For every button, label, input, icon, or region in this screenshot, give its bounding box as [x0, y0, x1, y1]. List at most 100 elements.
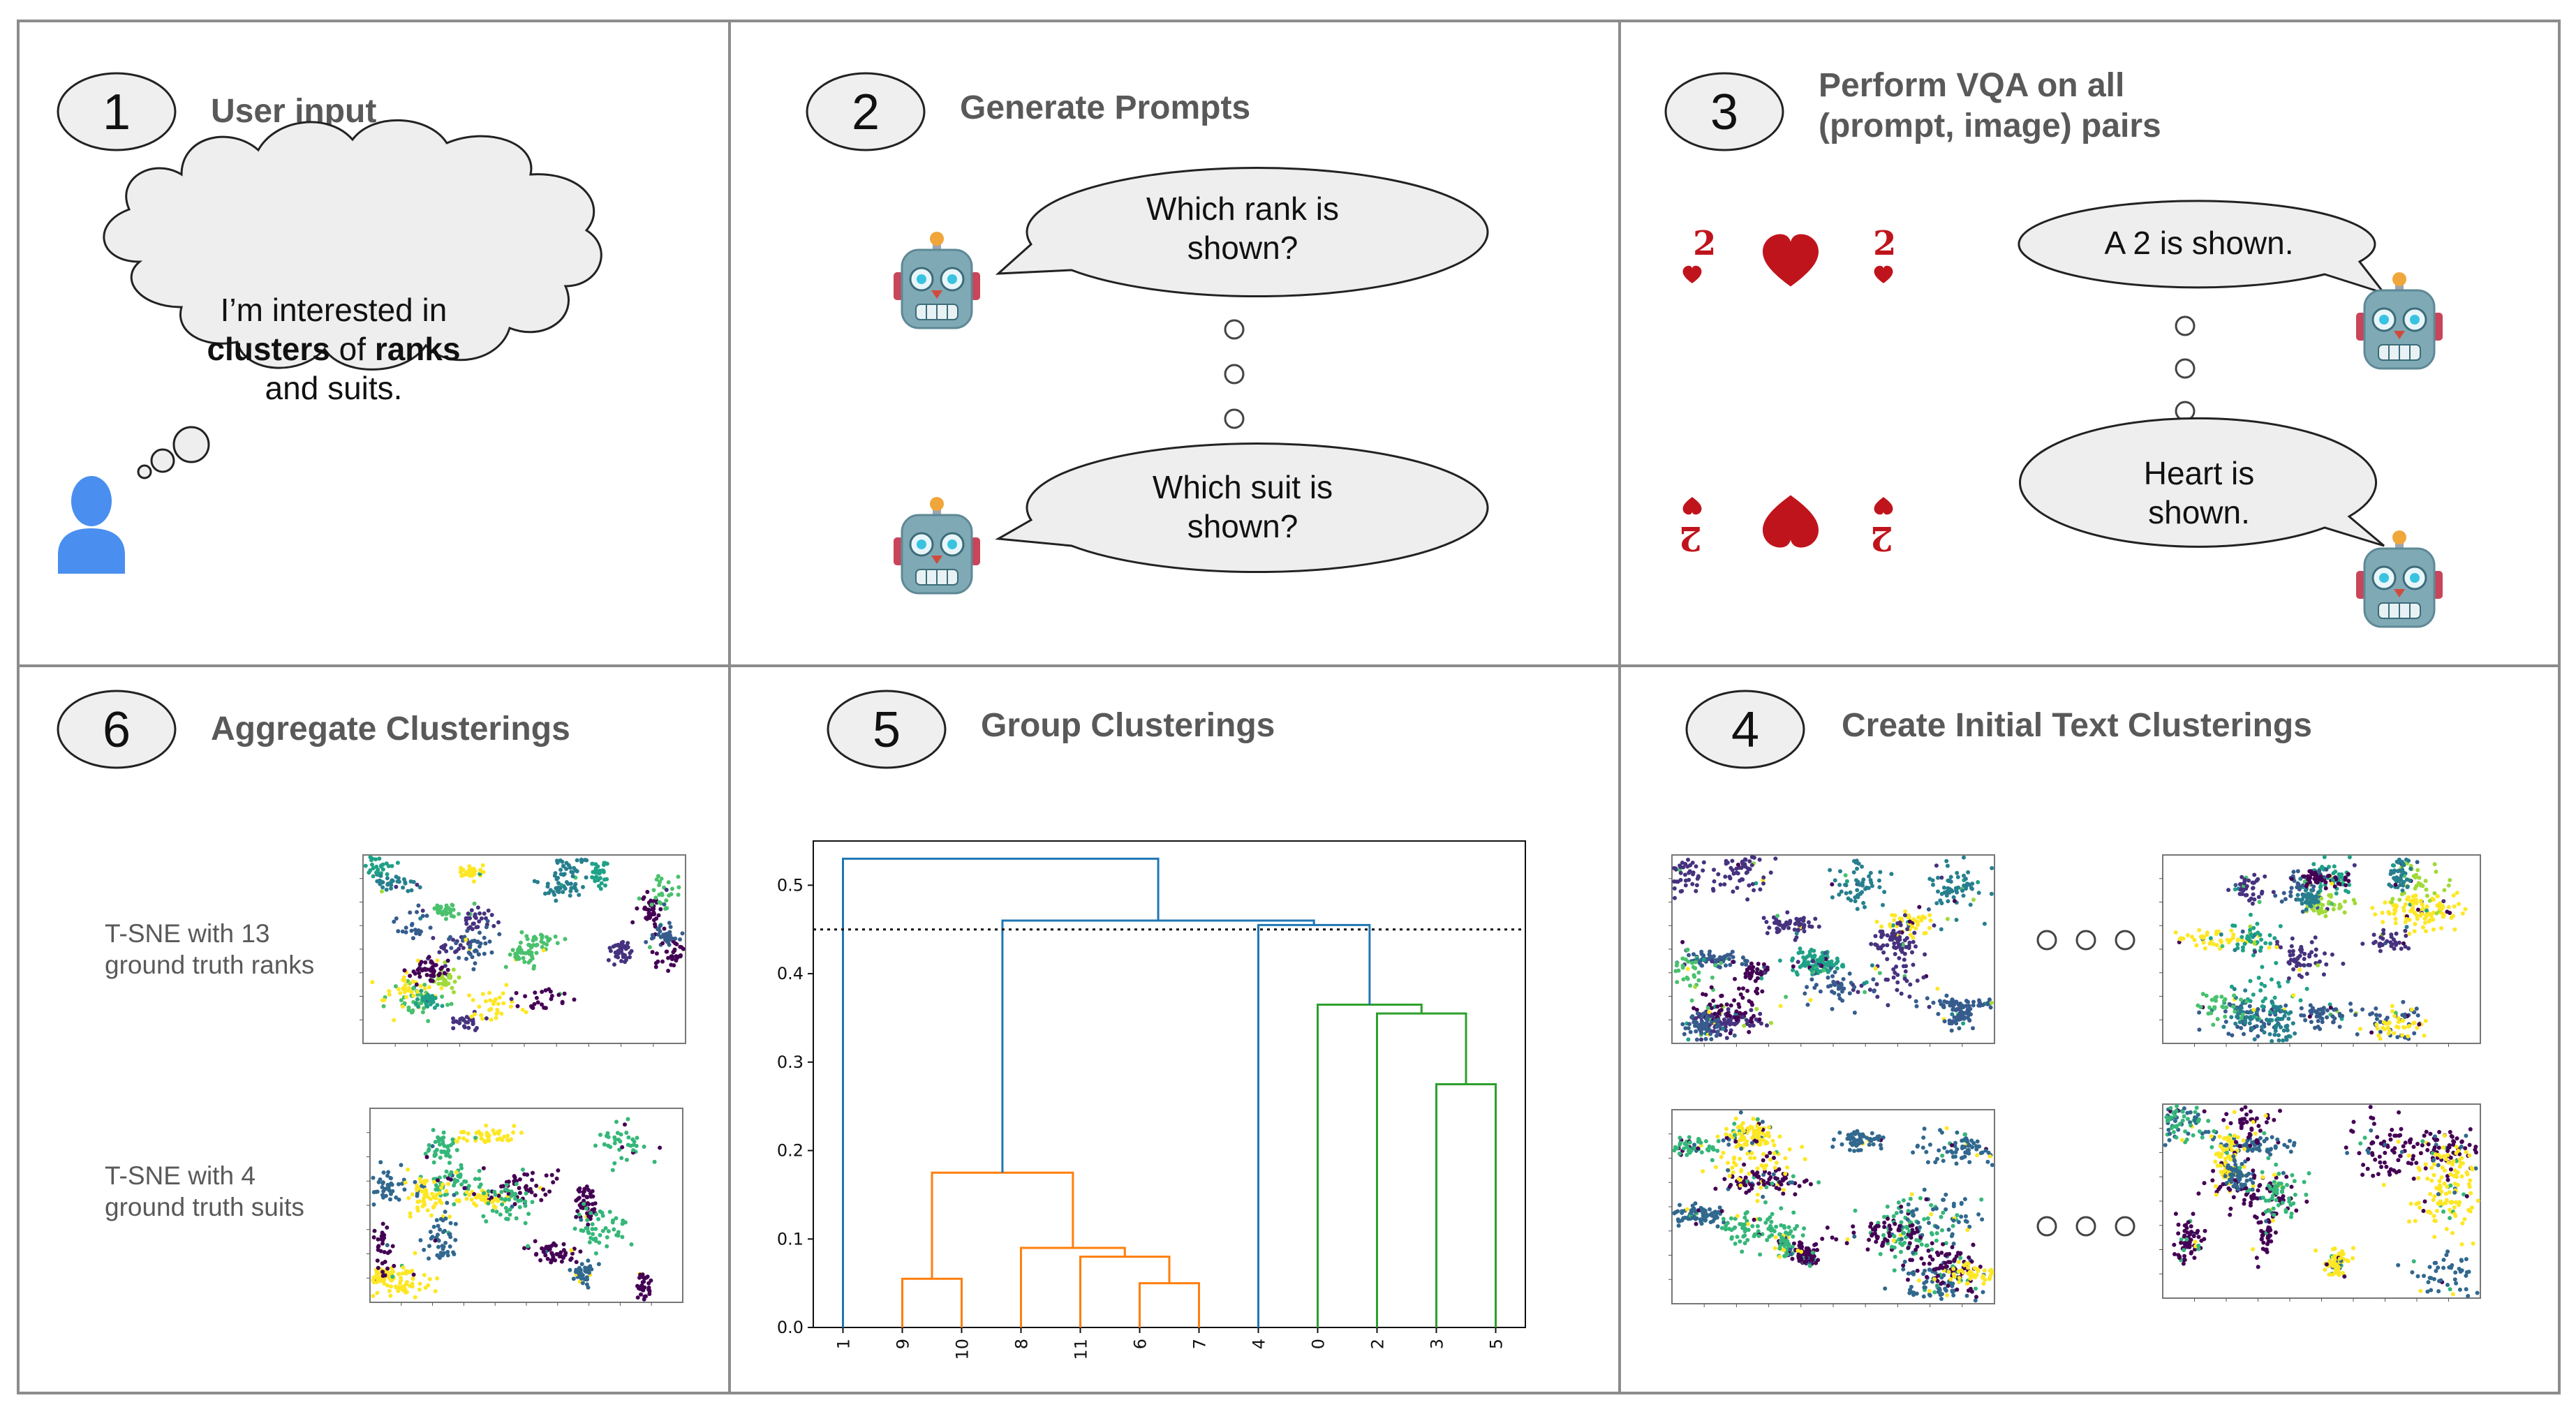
tsne-point [501, 1001, 506, 1006]
tsne-point [382, 1250, 387, 1254]
tsne-point [2313, 1025, 2317, 1030]
tsne-point [386, 1170, 391, 1175]
tsne-point [1905, 927, 1910, 932]
tsne-point [1745, 1152, 1750, 1156]
tsne-point [1895, 988, 1900, 992]
tsne-point [394, 1195, 399, 1200]
tsne-point [2239, 887, 2244, 892]
tsne-point [1918, 1225, 1922, 1230]
tsne-point [1836, 986, 1841, 991]
tsne-point [1974, 1286, 1978, 1291]
tsne-point [635, 1136, 639, 1140]
tsne-point [1803, 963, 1807, 968]
tsne-point [2403, 1015, 2407, 1019]
tsne-point [1982, 921, 1987, 926]
tsne-point [1726, 1020, 1731, 1025]
tsne-point [1699, 1031, 1704, 1036]
tsne-point [1772, 1143, 1777, 1147]
tsne-point [470, 927, 475, 932]
tsne-point [1730, 868, 1735, 872]
tsne-point [1852, 1011, 1857, 1015]
tsne-point [2252, 1037, 2257, 1042]
tsne-point [422, 1247, 427, 1252]
tsne-point [430, 1144, 435, 1149]
tsne-point [474, 1203, 479, 1208]
tsne-point [585, 1226, 590, 1230]
tsne-point [1809, 953, 1814, 958]
tsne-point [2323, 914, 2328, 918]
tsne-point [1745, 967, 1749, 972]
tsne-point [370, 862, 374, 867]
tsne-point [2256, 1007, 2260, 1011]
tsne-point [2375, 1026, 2380, 1031]
tsne-point [1861, 900, 1866, 905]
tsne-point [1807, 1263, 1812, 1268]
tsne-point [2418, 898, 2423, 903]
tsne-point [546, 938, 551, 943]
tsne-point [411, 1272, 416, 1277]
tsne-point [2353, 1013, 2358, 1018]
tsne-point [2441, 899, 2446, 904]
tsne-point [392, 919, 397, 924]
tsne-point [1964, 1293, 1969, 1298]
tsne-point [1858, 891, 1863, 896]
tsne-point [1718, 882, 1723, 887]
tsne-point [437, 1191, 442, 1196]
tsne-point [642, 1145, 646, 1149]
tsne-point [1947, 1251, 1952, 1256]
tsne-point [1904, 978, 1909, 983]
tsne-point [2262, 1030, 2267, 1035]
tsne-point [1902, 1259, 1907, 1264]
tsne-point [590, 861, 595, 866]
tsne-point [441, 946, 446, 951]
tsne-point [519, 1198, 524, 1203]
leaf-label: 3 [1428, 1339, 1447, 1349]
tsne-point [613, 1137, 618, 1142]
tsne-point [556, 1168, 561, 1173]
tsne-point [586, 1229, 591, 1234]
tsne-point [1979, 1197, 1984, 1202]
tsne-point [1987, 997, 1992, 1002]
tsne-point [600, 1214, 605, 1218]
tsne-point [454, 1147, 459, 1152]
tsne-point [486, 1189, 491, 1193]
tsne-point [1740, 1138, 1745, 1143]
tsne-point [378, 1160, 383, 1165]
tsne-point [499, 1196, 504, 1201]
tsne-point [1963, 1219, 1968, 1223]
tsne-point [1889, 872, 1894, 877]
tsne-point [1916, 915, 1921, 920]
tsne-point [533, 1239, 538, 1244]
tsne-point [401, 877, 406, 881]
tsne-point [1891, 967, 1896, 972]
tsne-point [1925, 996, 1930, 1001]
tsne-point [1936, 875, 1940, 880]
tsne-point [2373, 939, 2378, 944]
tsne-point [410, 1008, 415, 1013]
tsne-point [545, 881, 550, 886]
tsne-point [376, 1179, 381, 1184]
tsne-point [424, 1154, 429, 1159]
tsne-point [2282, 1013, 2287, 1018]
tsne-point [657, 883, 662, 888]
tsne-point [417, 962, 422, 967]
tsne-point [2445, 909, 2450, 914]
tsne-point [2324, 962, 2329, 967]
tsne-point [368, 855, 373, 860]
tsne-point [620, 944, 625, 949]
tsne-point [1682, 872, 1687, 877]
tsne-point [560, 1001, 565, 1006]
tsne-point [1728, 1031, 1733, 1036]
tsne-point [1779, 1206, 1784, 1211]
tsne-point [486, 1201, 491, 1206]
tsne-point [431, 936, 436, 940]
tsne-point [1747, 1023, 1752, 1028]
tsne-point [404, 1282, 408, 1287]
tsne-point [408, 910, 413, 915]
tsne-point [1769, 1020, 1773, 1025]
tsne-point [1749, 1016, 1754, 1021]
tsne-point [2415, 916, 2420, 921]
tsne-point [1786, 1225, 1791, 1230]
tsne-point [464, 1190, 469, 1195]
dendrogram-link [1079, 1256, 1171, 1327]
